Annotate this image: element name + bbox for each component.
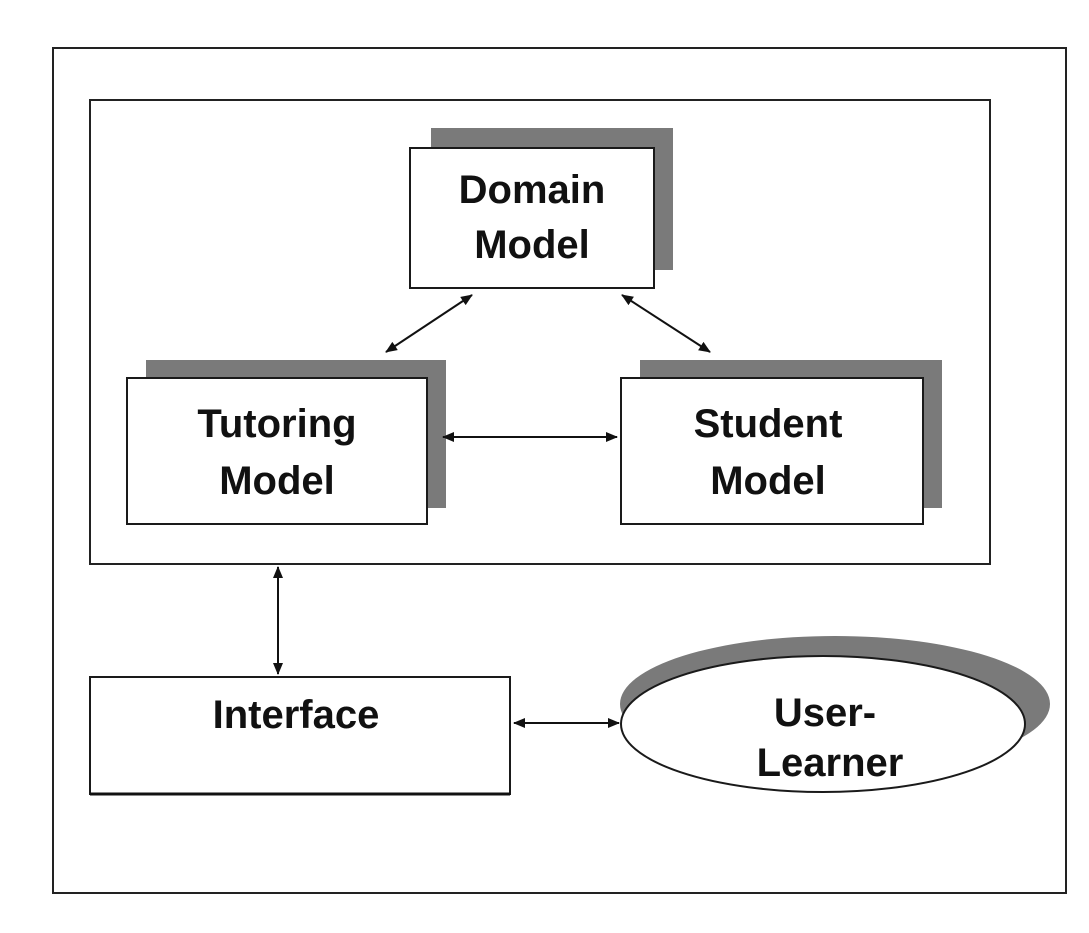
interface-node: Interface	[89, 676, 511, 796]
user-learner-label-line1: User-	[774, 691, 876, 735]
student-model-label-line1: Student	[694, 402, 843, 446]
domain-model-label-line1: Domain	[459, 168, 606, 212]
domain-model-box	[409, 147, 655, 289]
tutoring-model-node: Tutoring Model	[126, 360, 446, 525]
tutoring-model-label-line2: Model	[219, 459, 335, 503]
user-learner-label-line2: Learner	[757, 741, 904, 785]
arrow-domain-student	[621, 294, 711, 353]
interface-label: Interface	[213, 693, 380, 737]
interface-box	[89, 676, 511, 795]
student-model-label-line2: Model	[710, 459, 826, 503]
student-model-node: Student Model	[620, 360, 942, 525]
tutoring-model-label-line1: Tutoring	[197, 402, 356, 446]
tutoring-model-box	[126, 377, 428, 525]
user-learner-node: User- Learner	[620, 636, 1050, 793]
student-model-box	[620, 377, 924, 525]
user-learner-ellipse	[620, 655, 1026, 793]
arrow-domain-tutoring	[385, 294, 473, 353]
domain-model-node: Domain Model	[409, 128, 673, 289]
domain-model-label-line2: Model	[474, 223, 590, 267]
